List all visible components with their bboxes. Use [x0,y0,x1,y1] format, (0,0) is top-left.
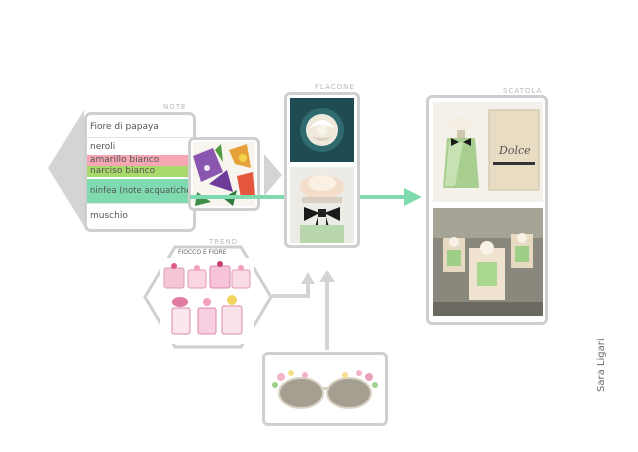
note-item: muschio [90,211,128,221]
notes-panel: Fiore di papaya neroli amarillo bianco n… [84,112,196,232]
bottles-on-stands-image [433,208,543,316]
trend-label: TREND [209,238,239,246]
notes-left-arrow [48,110,84,226]
trend-to-flacone-arrow [272,272,315,298]
author-signature: Sara Ligari [596,338,607,392]
note-divider [87,137,193,138]
chevron-right-icon [264,154,282,196]
note-divider [87,203,193,204]
dolce-bottle-and-box-image: Dolce [433,102,543,202]
flacone-label: FLACONE [315,83,355,91]
note-item-highlighted: ninfea (note acquatiche) [87,179,195,203]
trend-subtitle: FIOCCO E FIORE [178,249,227,256]
notes-label: NOTE [163,103,187,111]
floral-sunglasses-image [271,365,379,415]
scatola-label: SCATOLA [503,87,543,95]
rose-bottle-cap-image [290,98,354,162]
note-item: neroli [90,142,116,152]
scatola-frame: Dolce [426,95,548,325]
note-item: Fiore di papaya [90,122,159,132]
note-item-highlighted: amarillo bianco [87,155,193,166]
flacone-frame [284,92,360,248]
svg-text:Dolce: Dolce [498,144,531,157]
sunglasses-to-flacone-arrow [319,270,335,350]
trend-perfume-bottles-image [160,258,254,344]
bottle-with-bow-image [290,167,354,243]
note-item-highlighted: narciso bianco [87,166,193,177]
sunglasses-frame [262,352,388,426]
